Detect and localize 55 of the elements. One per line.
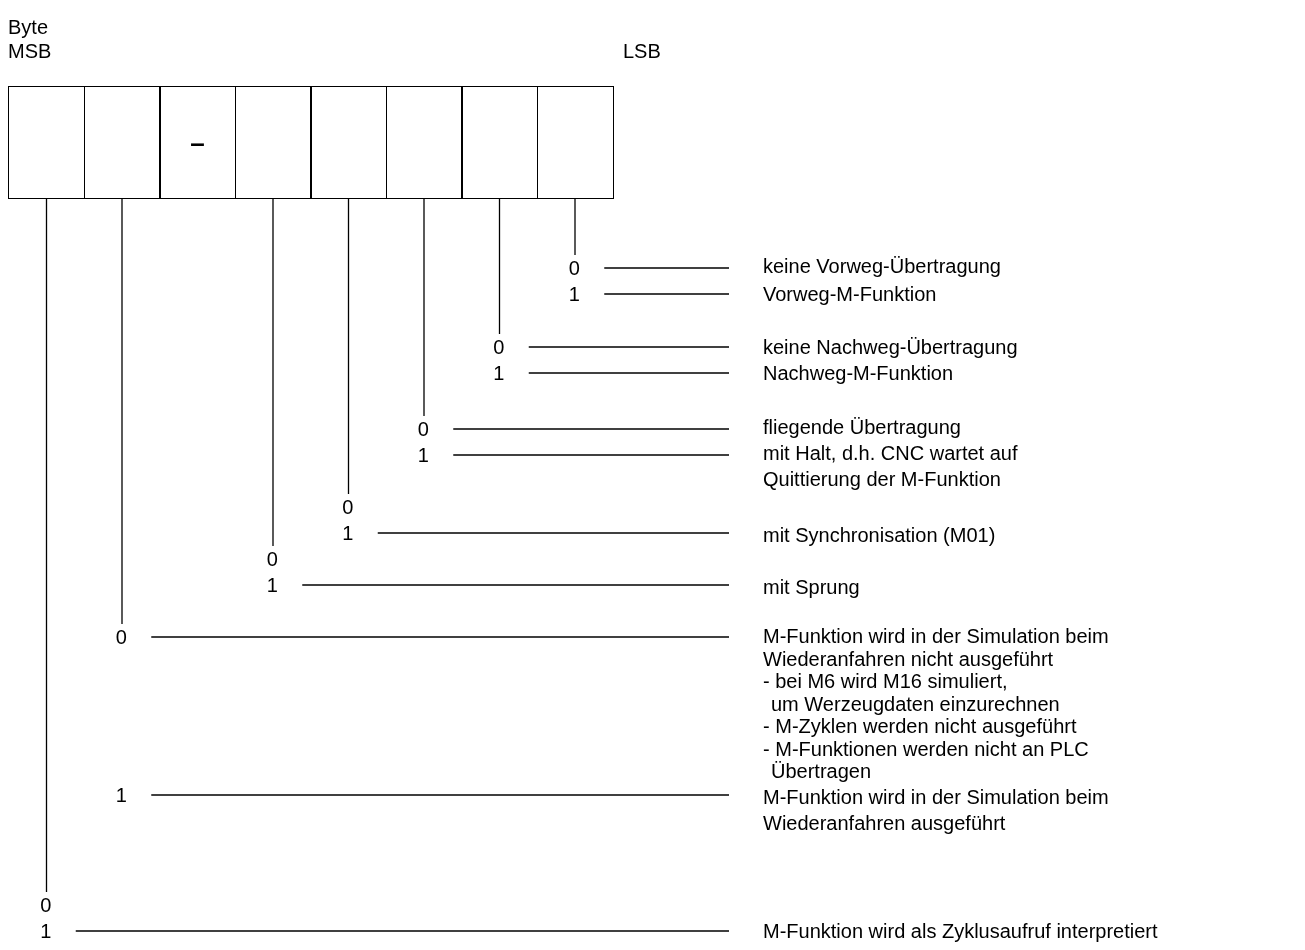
description-text: M-Funktion wird in der Simulation beim Wiederanfahren ausgeführt xyxy=(763,784,1238,836)
bit-cell xyxy=(234,86,312,199)
connector-line xyxy=(150,794,730,796)
bit-cell xyxy=(536,86,614,199)
connector-line xyxy=(301,584,730,586)
connector-line xyxy=(272,198,274,547)
bit-value: 0 xyxy=(415,416,432,442)
dash-symbol: – xyxy=(190,129,205,156)
description-text: M-Funktion wird in der Simulation beim Wiederanfahren nicht ausgeführt xyxy=(763,625,1110,670)
connector-line xyxy=(498,198,501,335)
bit-value: 1 xyxy=(490,360,507,386)
bit-value: 1 xyxy=(339,520,356,546)
bit-value: 0 xyxy=(490,334,507,360)
bit-value: 0 xyxy=(37,892,54,918)
bit-value: 1 xyxy=(566,281,583,307)
description-text: mit Synchronisation (M01) xyxy=(763,522,1283,548)
connector-line xyxy=(574,198,576,256)
bit-cell xyxy=(159,86,236,199)
connector-line xyxy=(377,532,730,534)
connector-line xyxy=(121,198,123,625)
description-text: keine Vorweg-Übertragung xyxy=(763,253,1283,279)
connector-line xyxy=(528,346,730,348)
bit-value: 0 xyxy=(339,494,356,520)
connector-line xyxy=(45,198,48,893)
bit-value: 0 xyxy=(264,546,281,572)
description-text: keine Nachweg-Übertragung xyxy=(763,334,1283,360)
connector-line xyxy=(528,372,730,374)
connector-line xyxy=(347,198,350,495)
description-text: Nachweg-M-Funktion xyxy=(763,360,1283,386)
connector-line xyxy=(150,636,730,638)
description-text: mit Sprung xyxy=(763,574,1283,600)
connector-line xyxy=(423,198,425,417)
connector-line xyxy=(603,267,730,269)
bit-value: 1 xyxy=(113,782,130,808)
label-text: MSB xyxy=(8,39,52,64)
description-text: Vorweg-M-Funktion xyxy=(763,281,1283,307)
connector-line xyxy=(452,454,730,456)
description-text: M-Funktion wird als Zyklusaufruf interpretiert xyxy=(763,918,1283,944)
description-text: mit Halt, d.h. CNC wartet auf Quittierung der M-Funktion xyxy=(763,440,1113,492)
bit-cell xyxy=(461,86,538,199)
bit-value: 0 xyxy=(113,624,130,650)
bit-value: 1 xyxy=(264,572,281,598)
connector-line xyxy=(452,428,730,430)
description-text: fliegende Übertragung xyxy=(763,414,1283,440)
bit-value: 0 xyxy=(566,255,583,281)
label-text: LSB xyxy=(623,39,661,64)
label-text: Byte xyxy=(8,15,49,40)
bit-value: 1 xyxy=(415,442,432,468)
bit-cell xyxy=(310,86,387,199)
connector-line xyxy=(75,930,730,932)
bit-cell xyxy=(385,86,463,199)
bit-cell xyxy=(8,86,85,199)
bit-cell xyxy=(83,86,161,199)
connector-line xyxy=(603,293,730,295)
bit-value: 1 xyxy=(37,918,54,944)
